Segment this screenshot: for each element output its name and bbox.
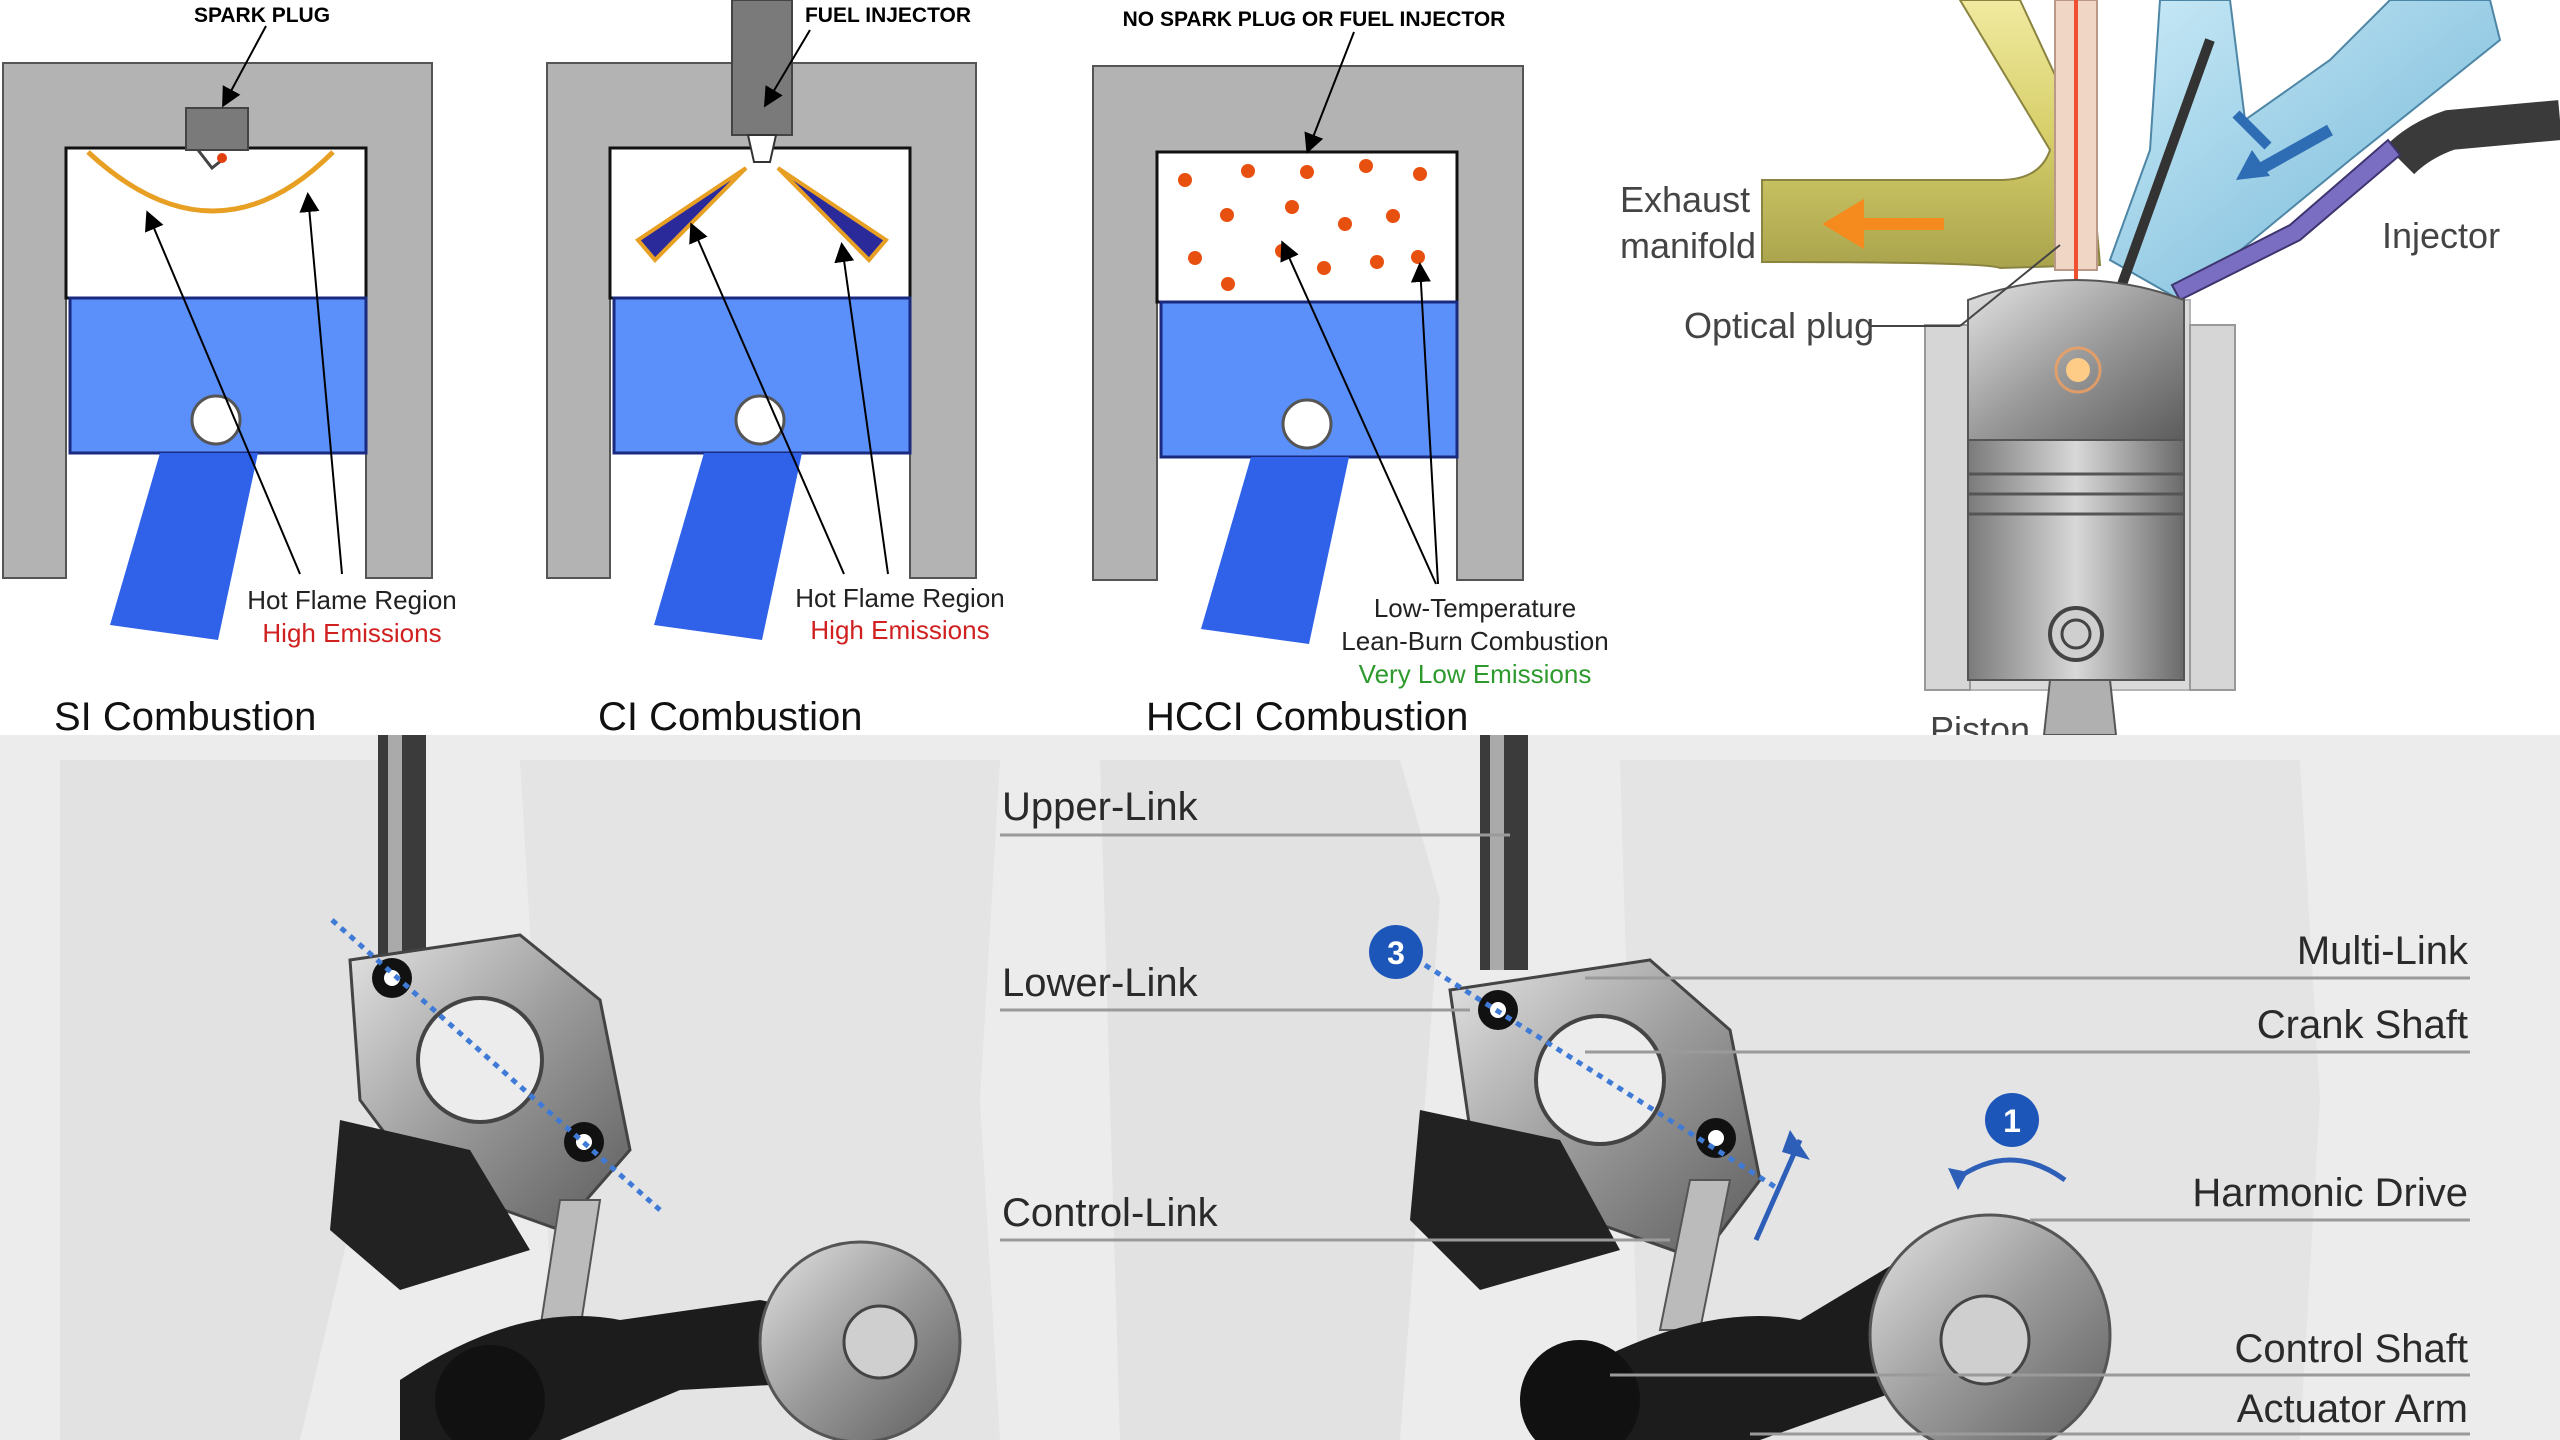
left-counterweight — [330, 1120, 530, 1290]
hcci-emission-label: Very Low Emissions — [1359, 659, 1592, 689]
si-title: SI Combustion — [54, 695, 316, 739]
piston-pin — [2048, 606, 2104, 662]
hcci-ignition-points — [1178, 159, 1427, 291]
svg-text:3: 3 — [1387, 935, 1405, 971]
ci-top-label: FUEL INJECTOR — [805, 4, 971, 27]
spark-plug-icon — [185, 107, 249, 151]
harmonic-drive-label: Harmonic Drive — [2192, 1171, 2468, 1215]
hcci-combustion-diagram — [1092, 31, 1524, 644]
si-wrist-pin — [190, 394, 242, 446]
upward-arrow-icon — [1753, 1138, 1803, 1242]
si-flame-label: Hot Flame Region — [247, 585, 457, 615]
si-flame-front — [86, 150, 335, 214]
crank-shaft-label: Crank Shaft — [2257, 1003, 2468, 1047]
upper-link-label: Upper-Link — [1002, 785, 1199, 829]
lower-link-label: Lower-Link — [1002, 961, 1199, 1005]
si-connecting-rod — [110, 453, 258, 640]
engine-cutaway-diagram — [1620, 0, 2560, 736]
ci-emission-label: High Emissions — [810, 615, 989, 645]
svg-text:1: 1 — [2003, 1103, 2021, 1139]
injector-label: Injector — [2382, 215, 2500, 256]
step-badge-1 — [1985, 1093, 2039, 1147]
multi-link-label: Multi-Link — [2297, 929, 2469, 973]
ci-flame-label: Hot Flame Region — [795, 583, 1005, 613]
optical-plug-label: Optical plug — [1684, 305, 1874, 346]
actuator-arm-label: Actuator Arm — [2237, 1387, 2468, 1431]
ci-combustion-chamber — [608, 146, 912, 300]
exhaust-manifold — [1761, 0, 2102, 270]
hcci-title: HCCI Combustion — [1146, 695, 1468, 739]
ignition-point-icon — [2066, 358, 2090, 382]
ci-combustion-diagram — [546, 0, 977, 640]
si-combustion-diagram — [2, 25, 433, 640]
si-emission-label: High Emissions — [262, 618, 441, 648]
hcci-flame-label-2: Lean-Burn Combustion — [1341, 626, 1608, 656]
ci-spray-right — [776, 166, 889, 263]
hcci-flame-label-1: Low-Temperature — [1374, 593, 1576, 623]
fuel-injector-icon — [731, 0, 793, 136]
multilink-diagram — [0, 735, 2560, 1440]
exhaust-label-1: Exhaust — [1620, 179, 1750, 220]
ci-title: CI Combustion — [598, 695, 863, 739]
si-top-label: SPARK PLUG — [194, 4, 330, 27]
hcci-wrist-pin — [1281, 398, 1333, 450]
ci-connecting-rod — [654, 453, 802, 640]
intake-flow-arrow-icon — [2252, 124, 2333, 178]
ci-spray-left — [635, 166, 748, 263]
exhaust-label-2: manifold — [1620, 225, 1756, 266]
injector-hose — [2385, 100, 2560, 175]
step-badge-3 — [1369, 925, 1423, 979]
control-shaft-label: Control Shaft — [2235, 1327, 2468, 1371]
injector-icon — [2170, 138, 2402, 302]
hcci-top-label: NO SPARK PLUG OR FUEL INJECTOR — [1123, 8, 1506, 31]
control-link-label: Control-Link — [1002, 1191, 1219, 1235]
spark-icon — [217, 153, 227, 163]
exhaust-flow-arrow-icon — [1822, 198, 1944, 250]
hcci-connecting-rod — [1201, 457, 1349, 644]
right-counterweight — [1410, 1110, 1620, 1290]
